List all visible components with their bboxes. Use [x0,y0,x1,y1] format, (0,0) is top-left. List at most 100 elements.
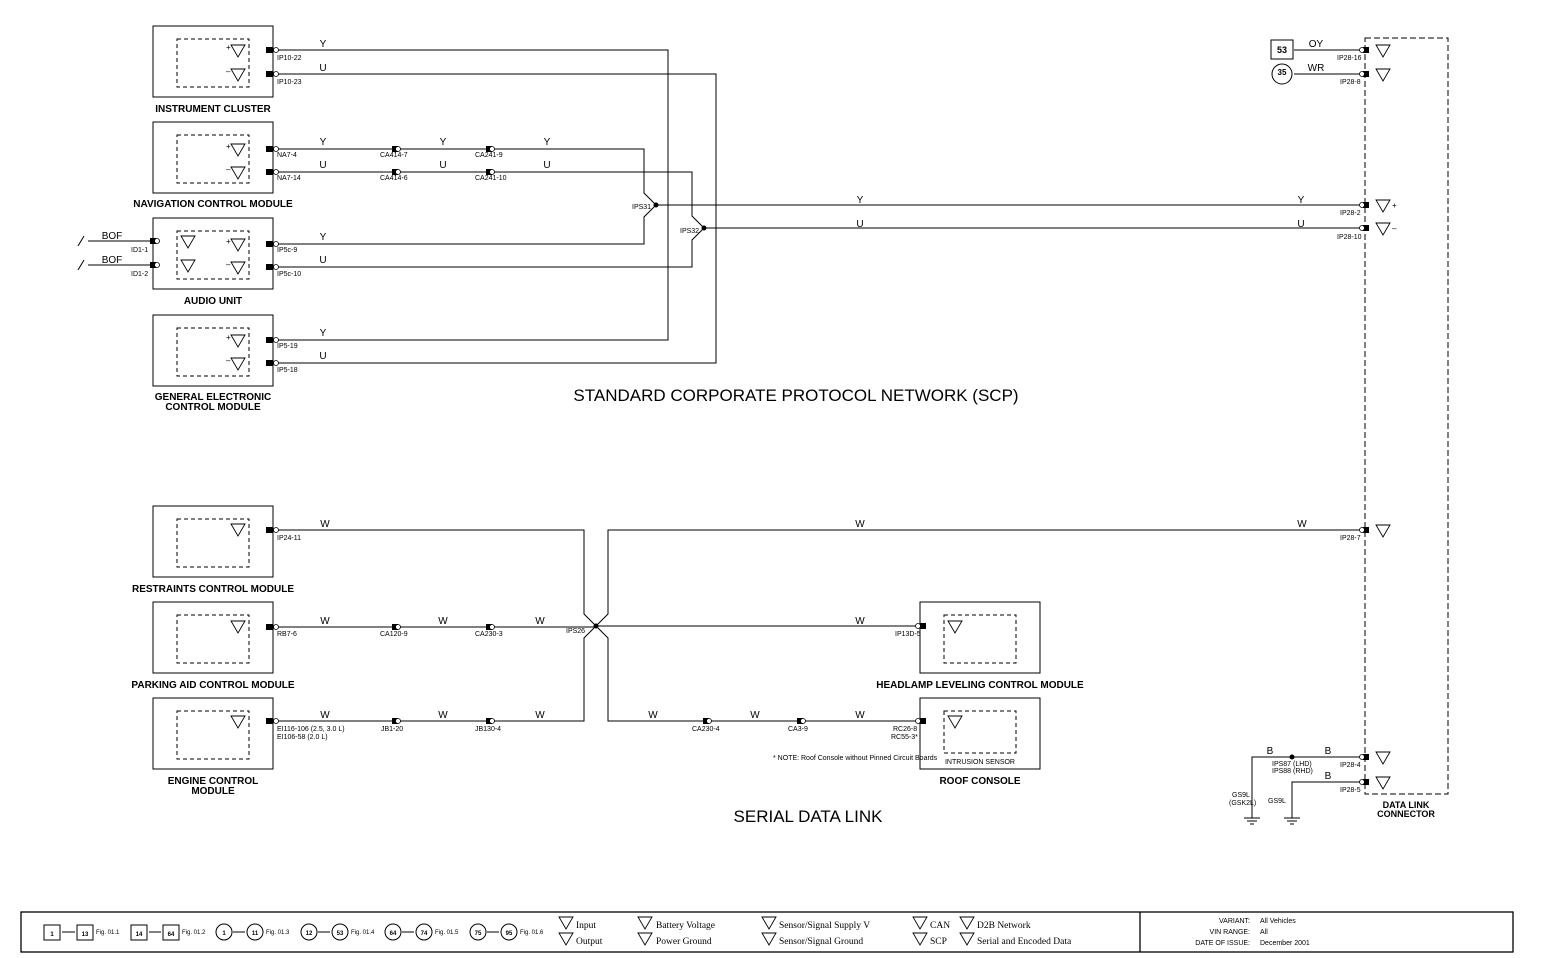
svg-text:74: 74 [421,931,428,937]
svg-text:CA120-9: CA120-9 [380,631,408,638]
module-headlamp-leveling: HEADLAMP LEVELING CONTROL MODULE [876,601,1084,691]
module-general-electronic: GENERAL ELECTRONIC CONTROL MODULE [152,314,274,413]
module-navigation: NAVIGATION CONTROL MODULE [133,121,293,210]
svg-text:Fig. 01.2: Fig. 01.2 [182,930,206,936]
svg-text:IP5-18: IP5-18 [277,367,298,374]
connectors [150,47,1369,785]
svg-text:13: 13 [82,932,89,938]
svg-text:W: W [535,710,545,721]
module-label: RESTRAINTS CONTROL MODULE [132,584,294,595]
module-label: PARKING AID CONTROL MODULE [131,680,294,691]
svg-text:IPS26: IPS26 [566,628,585,635]
svg-text:W: W [438,616,448,627]
svg-text:CA241-9: CA241-9 [475,152,503,159]
legend-symbol-key [558,916,975,946]
svg-text:Fig. 01.5: Fig. 01.5 [435,930,459,936]
svg-text:1: 1 [50,932,54,938]
svg-text:BOF: BOF [102,255,123,266]
svg-text:Fig. 01.3: Fig. 01.3 [266,930,290,936]
svg-text:W: W [320,616,330,627]
svg-text:–: – [226,260,231,269]
svg-text:BOF: BOF [102,231,123,242]
svg-text:CA241-10: CA241-10 [475,175,507,182]
scp-wires [77,49,1364,364]
svg-text:IP5c-10: IP5c-10 [277,271,301,278]
svg-text:64: 64 [390,931,397,937]
svg-text:Fig. 01.4: Fig. 01.4 [351,930,375,936]
legend: 1 13 Fig. 01.1 14 64 Fig. 01.2 1 11 Fig.… [20,911,1514,953]
module-instrument-cluster: INSTRUMENT CLUSTER [152,25,274,115]
svg-text:Fig. 01.6: Fig. 01.6 [520,930,544,936]
svg-text:W: W [855,616,865,627]
svg-text:U: U [543,160,550,171]
module-label: INSTRUMENT CLUSTER [155,104,271,115]
svg-text:1: 1 [222,931,226,937]
svg-text:CA3-9: CA3-9 [788,726,808,733]
legend-can: CAN [930,921,950,931]
svg-text:W: W [535,616,545,627]
svg-text:+: + [226,142,231,151]
data-link-connector: DATA LINK CONNECTOR [1364,37,1449,819]
svg-text:IP28-4: IP28-4 [1340,762,1361,769]
svg-text:W: W [750,710,760,721]
intrusion-sensor-label: INTRUSION SENSOR [945,759,1015,766]
issue-date-key: DATE OF ISSUE: [1195,940,1250,947]
pin-labels: IP10-22 IP10-23 NA7-4 NA7-14 CA414-7 CA4… [131,55,1362,807]
roof-console-note: * NOTE: Roof Console without Pinned Circ… [773,755,938,762]
svg-text:IP10-22: IP10-22 [277,55,302,62]
svg-text:IP28-5: IP28-5 [1340,787,1361,794]
svg-text:IP28-8: IP28-8 [1340,79,1361,86]
legend-fig-refs: 1 13 Fig. 01.1 14 64 Fig. 01.2 1 11 Fig.… [43,923,544,941]
svg-text:95: 95 [506,931,513,937]
module-parking-aid: PARKING AID CONTROL MODULE [131,601,295,691]
svg-text:–: – [1392,224,1397,233]
svg-text:U: U [319,351,326,362]
svg-text:GS9L: GS9L [1268,798,1286,805]
svg-text:U: U [319,63,326,74]
svg-text:CA230-4: CA230-4 [692,726,720,733]
svg-text:NA7-4: NA7-4 [277,152,297,159]
connector-half-circles [154,47,1365,785]
module-label: CONTROL MODULE [165,402,261,413]
svg-text:12: 12 [306,931,313,937]
svg-text:IP10-23: IP10-23 [277,79,302,86]
svg-text:Y: Y [320,137,327,148]
module-restraints: RESTRAINTS CONTROL MODULE [132,505,294,595]
svg-text:U: U [319,160,326,171]
module-engine-control: ENGINE CONTROL MODULE [152,697,274,797]
svg-text:B: B [1325,746,1332,757]
module-label: NAVIGATION CONTROL MODULE [133,199,293,210]
svg-text:IPS32: IPS32 [680,228,699,235]
vin-range-value: All [1260,929,1268,936]
svg-text:U: U [439,160,446,171]
svg-text:IP28-16: IP28-16 [1337,55,1362,62]
variant-value: All Vehicles [1260,918,1296,925]
svg-text:GS9L: GS9L [1232,792,1250,799]
svg-text:ID1-1: ID1-1 [131,247,148,254]
dlc-label: CONNECTOR [1377,809,1435,819]
svg-text:WR: WR [1308,63,1325,74]
legend-power-ground: Power Ground [656,937,712,947]
svg-text:IP28-2: IP28-2 [1340,210,1361,217]
svg-text:W: W [855,710,865,721]
module-label: MODULE [191,786,235,797]
module-label: HEADLAMP LEVELING CONTROL MODULE [876,680,1084,691]
svg-text:IP5c-9: IP5c-9 [277,247,297,254]
issue-date-value: December 2001 [1260,940,1310,947]
svg-text:+: + [1392,201,1397,210]
svg-text:Y: Y [857,195,864,206]
legend-d2b: D2B Network [977,921,1031,931]
svg-text:IPS88 (RHD): IPS88 (RHD) [1272,768,1313,775]
svg-text:14: 14 [136,932,143,938]
scp-title: STANDARD CORPORATE PROTOCOL NETWORK (SCP… [573,386,1018,405]
svg-text:RB7-6: RB7-6 [277,631,297,638]
svg-text:IP5-19: IP5-19 [277,343,298,350]
svg-text:B: B [1267,746,1274,757]
signal-symbols [180,44,1391,790]
svg-text:U: U [1297,219,1304,230]
svg-text:CA230-3: CA230-3 [475,631,503,638]
dlc-label: DATA LINK [1383,800,1430,810]
battery-box-label: 53 [1277,45,1287,55]
module-label: AUDIO UNIT [184,296,242,307]
